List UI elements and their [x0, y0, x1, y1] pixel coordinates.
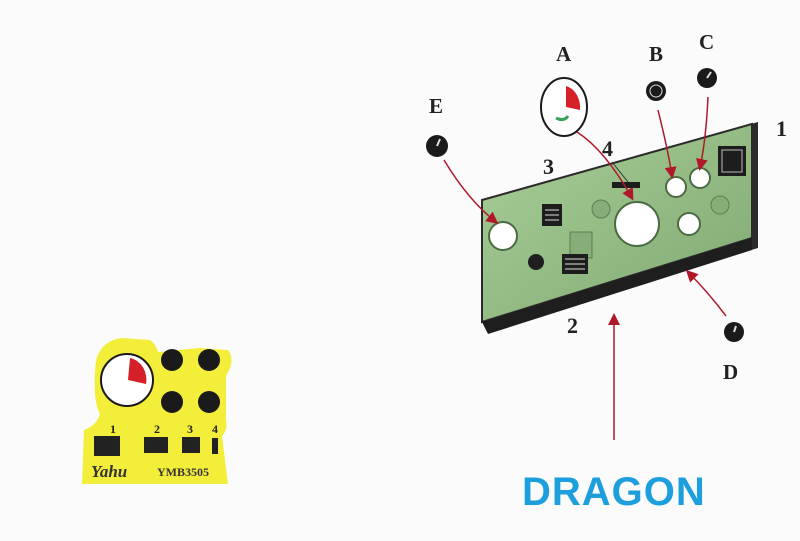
callout-c: C — [699, 30, 714, 55]
callout-1: 1 — [776, 116, 787, 142]
callout-d: D — [723, 360, 738, 385]
gauge-hole-b — [666, 177, 686, 197]
callout-4: 4 — [602, 136, 613, 162]
callout-b: B — [649, 42, 663, 67]
callout-a: A — [556, 42, 571, 67]
fret-number-3: 3 — [187, 422, 193, 437]
gauge-hole-main — [615, 202, 659, 246]
callout-e: E — [429, 94, 443, 119]
callout-2: 2 — [567, 313, 578, 339]
gauge-decal-c — [697, 68, 717, 88]
fret-part-1 — [94, 436, 120, 456]
dashboard-panel — [482, 122, 758, 334]
gauge-decal-e — [426, 135, 448, 157]
fret-part-4 — [212, 438, 218, 454]
fret-number-4: 4 — [212, 422, 218, 437]
gauge-hole-c — [690, 168, 710, 188]
gauge-decal-a — [541, 78, 587, 136]
gauge-decal-d — [724, 322, 744, 342]
callout-3: 3 — [543, 154, 554, 180]
brand-label: DRAGON — [522, 470, 706, 515]
fret-number-2: 2 — [154, 422, 160, 437]
fret-code: YMB3505 — [157, 465, 209, 480]
fret-brand: Yahu — [91, 462, 127, 482]
gauge-hole-e — [489, 222, 517, 250]
gauge-decal-b — [646, 81, 666, 101]
fret-number-1: 1 — [110, 422, 116, 437]
fret-part-2 — [144, 437, 168, 453]
fret-part-3 — [182, 437, 200, 453]
